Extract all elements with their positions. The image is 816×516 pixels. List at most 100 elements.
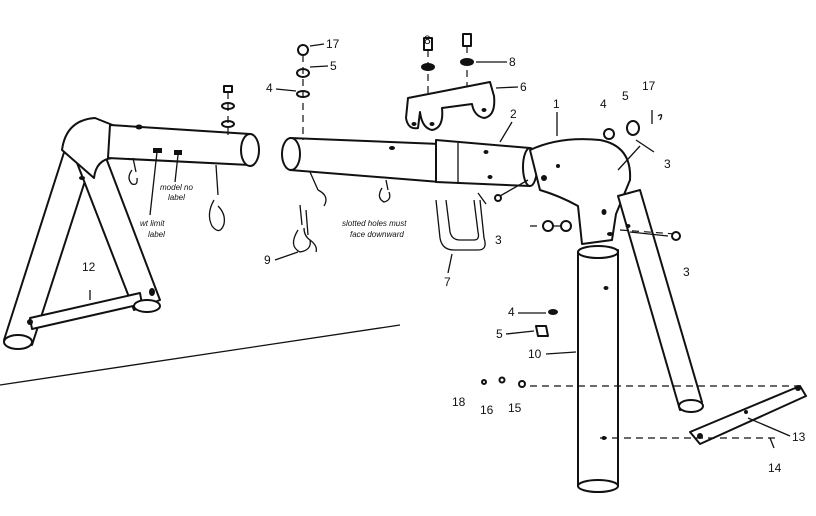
left-a-frame: 12 model no label wt limit label: [3, 85, 260, 350]
ground-brace-13: [689, 385, 807, 445]
bolt-3-upper-shaft: [617, 145, 641, 171]
corner-bolt-line-right: [619, 229, 677, 235]
swing-hook-9-second: [305, 209, 318, 253]
top-beam-coupler-section: [435, 139, 531, 187]
beam-hole-b: [483, 150, 489, 154]
part-10-leader: [545, 351, 577, 355]
top-beam-assembly: 17 5 4 9 2 7 slotted holes must face dow…: [264, 37, 538, 289]
hardware-18: [481, 379, 487, 385]
beam-bolt-hole: [135, 124, 143, 130]
left-leg-foot-opening: [3, 334, 33, 350]
leg-bolt-hole: [149, 288, 155, 296]
part-10-label: 10: [528, 347, 542, 361]
beam-hole-c: [487, 175, 493, 179]
left-beam-end-cap: [240, 133, 260, 167]
glider-bracket-assembly: 8 8 6: [405, 33, 527, 131]
bracket-bolt-cap-left: [423, 37, 433, 51]
weight-label-leader: [174, 154, 179, 183]
bolt-3-to-coupler: [499, 179, 529, 197]
corner-washer-left: [560, 220, 572, 232]
bracket-hole-c: [481, 108, 487, 112]
corner-fitting-hole-a: [541, 175, 547, 181]
corner-washer-4: [603, 128, 615, 140]
bolt-3-head: [494, 194, 502, 202]
hardware-15: [518, 380, 526, 388]
angled-leg-foot-opening: [678, 399, 704, 413]
u-bolt-nut-a: [477, 192, 487, 205]
part-12-label: 12: [82, 260, 96, 274]
brace-bolt-hole: [27, 319, 33, 325]
part-4-right-label: 4: [600, 97, 607, 111]
vertical-leg-10: [577, 249, 619, 487]
part-9-leader: [274, 251, 299, 261]
model-label-note-line2: label: [168, 193, 185, 202]
corner-nut-left: [542, 220, 554, 232]
bracket-hole-a: [411, 122, 417, 126]
slotted-holes-note-line1: slotted holes must: [342, 219, 407, 228]
corner-bolt-hole: [79, 176, 85, 180]
hanger-slot-mark: [309, 171, 327, 207]
corner-bolt-right: [629, 231, 669, 237]
left-beam-cap-nut: [223, 85, 233, 93]
part-8-left-label: 8: [424, 33, 431, 47]
corner-fitting-hole-d: [607, 232, 613, 236]
part-6-label: 6: [520, 80, 527, 94]
glider-bracket-6: [405, 81, 496, 131]
part-15-label: 15: [508, 401, 522, 415]
corner-bolt-right-head: [671, 231, 681, 241]
vertical-leg-bottom-opening: [577, 479, 619, 493]
top-beam-left-section: [289, 137, 441, 183]
part-8-right-label: 8: [509, 55, 516, 69]
beam-cap-nut-17: [297, 44, 309, 56]
part-18-label: 18: [452, 395, 466, 409]
part-17-top-label: 17: [326, 37, 340, 51]
part-1-label: 1: [553, 97, 560, 111]
vertical-leg-top-opening: [577, 245, 619, 259]
part-14-label: 14: [768, 461, 782, 475]
slotted-holes-note-line2: face downward: [350, 230, 404, 239]
swing-hook-9: [292, 204, 311, 253]
u-bolt-7-inner: [445, 199, 480, 241]
angled-leg-hole: [625, 224, 631, 228]
part-5-lower-leader: [505, 330, 535, 335]
part-5-top-label: 5: [330, 59, 337, 73]
part-13-leader: [747, 417, 791, 437]
part-4-leader: [275, 88, 297, 92]
part-4-top-label: 4: [266, 81, 273, 95]
brace-hole-c: [744, 410, 748, 414]
angled-leg: [617, 189, 703, 411]
cap-nut-17-right: [651, 110, 663, 124]
ground-line: [0, 324, 401, 386]
hardware-16: [498, 376, 506, 384]
u-bolt-7: [435, 199, 486, 251]
center-swing-hanger: [378, 179, 391, 203]
bracket-bolt-cap-right: [462, 33, 472, 47]
corner-fitting-hole-c: [601, 209, 607, 215]
right-leg-foot-opening: [133, 299, 161, 313]
part-16-label: 16: [480, 403, 494, 417]
part-17-leader: [309, 43, 325, 47]
weight-label-note-line2: label: [148, 230, 165, 239]
corner-fitting-1: [529, 138, 632, 245]
left-swing-hanger-b: [208, 164, 226, 232]
left-top-beam-end: [107, 124, 251, 166]
part-3-lower-label: 3: [683, 265, 690, 279]
part-3-upper-label: 3: [664, 157, 671, 171]
top-beam-open-end: [281, 137, 301, 171]
weight-limit-label-tag: [174, 150, 182, 155]
part-13-label: 13: [792, 430, 806, 444]
corner-fitting-hole-b: [556, 164, 560, 168]
part-5-leader: [309, 65, 329, 68]
weight-label-note-line1: wt limit: [140, 219, 165, 228]
corner-lock-nut-5: [626, 120, 640, 136]
part-17-right-label: 17: [642, 79, 656, 93]
part-5-lower-label: 5: [496, 327, 503, 341]
brace-bolt-14: [769, 437, 775, 449]
part-4-lower-label: 4: [508, 305, 515, 319]
bracket-hole-b: [429, 122, 435, 126]
part-3-mid-label: 3: [495, 233, 502, 247]
part-7-label: 7: [444, 275, 451, 289]
leg-washer-4: [548, 309, 558, 315]
